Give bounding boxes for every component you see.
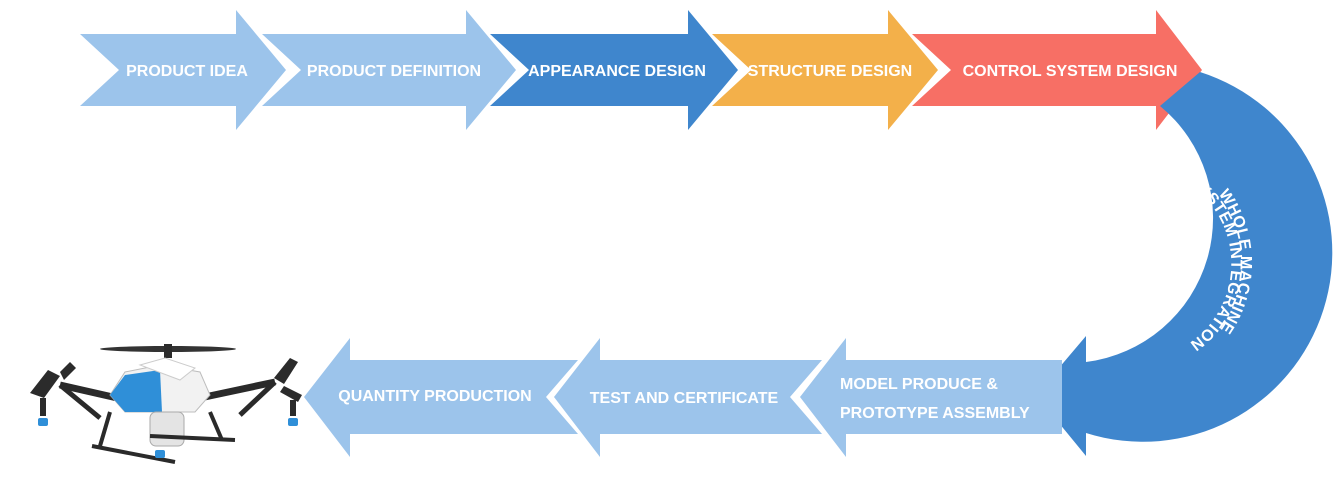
arrow-quantity-production-label: QUANTITY PRODUCTION <box>338 388 531 405</box>
arrow-product-definition: PRODUCT DEFINITION <box>262 10 516 130</box>
arrow-product-definition-label: PRODUCT DEFINITION <box>307 63 481 80</box>
arrow-test-and-certificate: TEST AND CERTIFICATE <box>554 338 822 457</box>
arrow-structure-design: STRUCTURE DESIGN <box>712 10 938 130</box>
arrow-appearance-design-shape <box>490 10 738 130</box>
arrow-product-idea: PRODUCT IDEA <box>80 10 286 130</box>
arrow-model-produce-label-line2: PROTOTYPE ASSEMBLY <box>840 405 1030 422</box>
arrow-quantity-production: QUANTITY PRODUCTION <box>304 338 578 457</box>
arrow-quantity-production-shape <box>304 338 578 457</box>
arrow-product-idea-label: PRODUCT IDEA <box>126 63 248 80</box>
curved-arrow-shape <box>1036 72 1333 456</box>
arrow-test-and-certificate-label: TEST AND CERTIFICATE <box>590 390 779 407</box>
arrow-structure-design-shape <box>712 10 938 130</box>
arrow-control-system-design-label: CONTROL SYSTEM DESIGN <box>963 63 1178 80</box>
curved-arrow-system-integration: WHOLE MACHINE SYSTEM INTEGRATION <box>1036 72 1333 456</box>
arrow-structure-design-label: STRUCTURE DESIGN <box>748 63 912 80</box>
arrow-appearance-design: APPEARANCE DESIGN <box>490 10 738 130</box>
arrow-product-definition-shape <box>262 10 516 130</box>
arrow-product-idea-shape <box>80 10 286 130</box>
arrow-appearance-design-label: APPEARANCE DESIGN <box>528 63 706 80</box>
arrow-control-system-design-shape <box>912 10 1202 130</box>
arrow-model-produce-shape <box>800 338 1062 457</box>
arrow-model-produce: MODEL PRODUCE & PROTOTYPE ASSEMBLY <box>800 338 1062 457</box>
arrow-test-and-certificate-shape <box>554 338 822 457</box>
arrow-model-produce-label-line1: MODEL PRODUCE & <box>840 376 998 393</box>
agricultural-drone-icon <box>30 344 302 464</box>
arrow-control-system-design: CONTROL SYSTEM DESIGN <box>912 10 1202 130</box>
